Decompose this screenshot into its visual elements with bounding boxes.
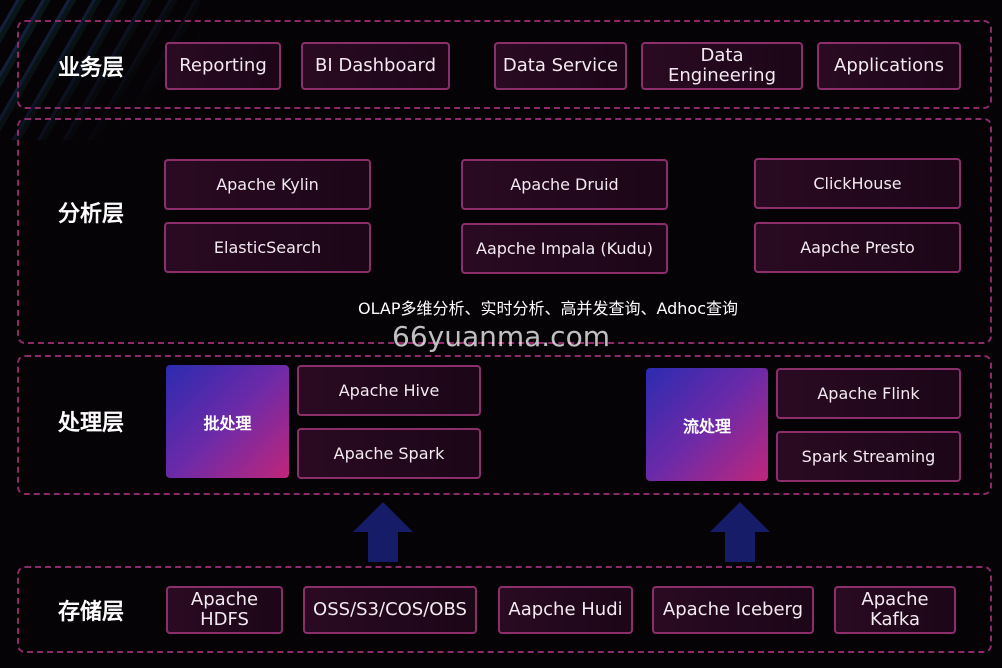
kylin-box: Apache Kylin	[164, 159, 371, 210]
data-service-box: Data Service	[494, 42, 627, 90]
storage-layer	[17, 566, 992, 653]
elasticsearch-box: ElasticSearch	[164, 222, 371, 273]
batch-processing-block: 批处理	[166, 365, 289, 478]
flink-box: Apache Flink	[776, 368, 961, 419]
data-engineering-box: Data Engineering	[641, 42, 803, 90]
storage-layer-label: 存储层	[58, 600, 125, 625]
analysis-caption: OLAP多维分析、实时分析、高并发查询、Adhoc查询	[358, 299, 739, 318]
processing-layer	[17, 355, 992, 495]
impala-box: Aapche Impala (Kudu)	[461, 223, 668, 274]
processing-layer-label: 处理层	[58, 411, 125, 436]
analysis-layer	[17, 118, 992, 344]
hive-box: Apache Hive	[297, 365, 481, 416]
spark-box: Apache Spark	[297, 428, 481, 479]
reporting-box: Reporting	[165, 42, 281, 90]
business-layer	[17, 20, 992, 109]
hdfs-box: Apache HDFS	[166, 586, 283, 634]
presto-box: Aapche Presto	[754, 222, 961, 273]
kafka-box: Apache Kafka	[834, 586, 956, 634]
analysis-layer-label: 分析层	[58, 202, 125, 227]
iceberg-box: Apache Iceberg	[652, 586, 814, 634]
business-layer-label: 业务层	[58, 56, 125, 81]
object-storage-box: OSS/S3/COS/OBS	[303, 586, 477, 634]
clickhouse-box: ClickHouse	[754, 158, 961, 209]
up-arrow-icon	[353, 502, 413, 562]
watermark: 66yuanma.com	[392, 320, 610, 353]
hudi-box: Aapche Hudi	[498, 586, 633, 634]
druid-box: Apache Druid	[461, 159, 668, 210]
applications-box: Applications	[817, 42, 961, 90]
bi-dashboard-box: BI Dashboard	[301, 42, 450, 90]
up-arrow-icon	[710, 502, 770, 562]
spark-streaming-box: Spark Streaming	[776, 431, 961, 482]
stream-processing-block: 流处理	[646, 368, 768, 481]
